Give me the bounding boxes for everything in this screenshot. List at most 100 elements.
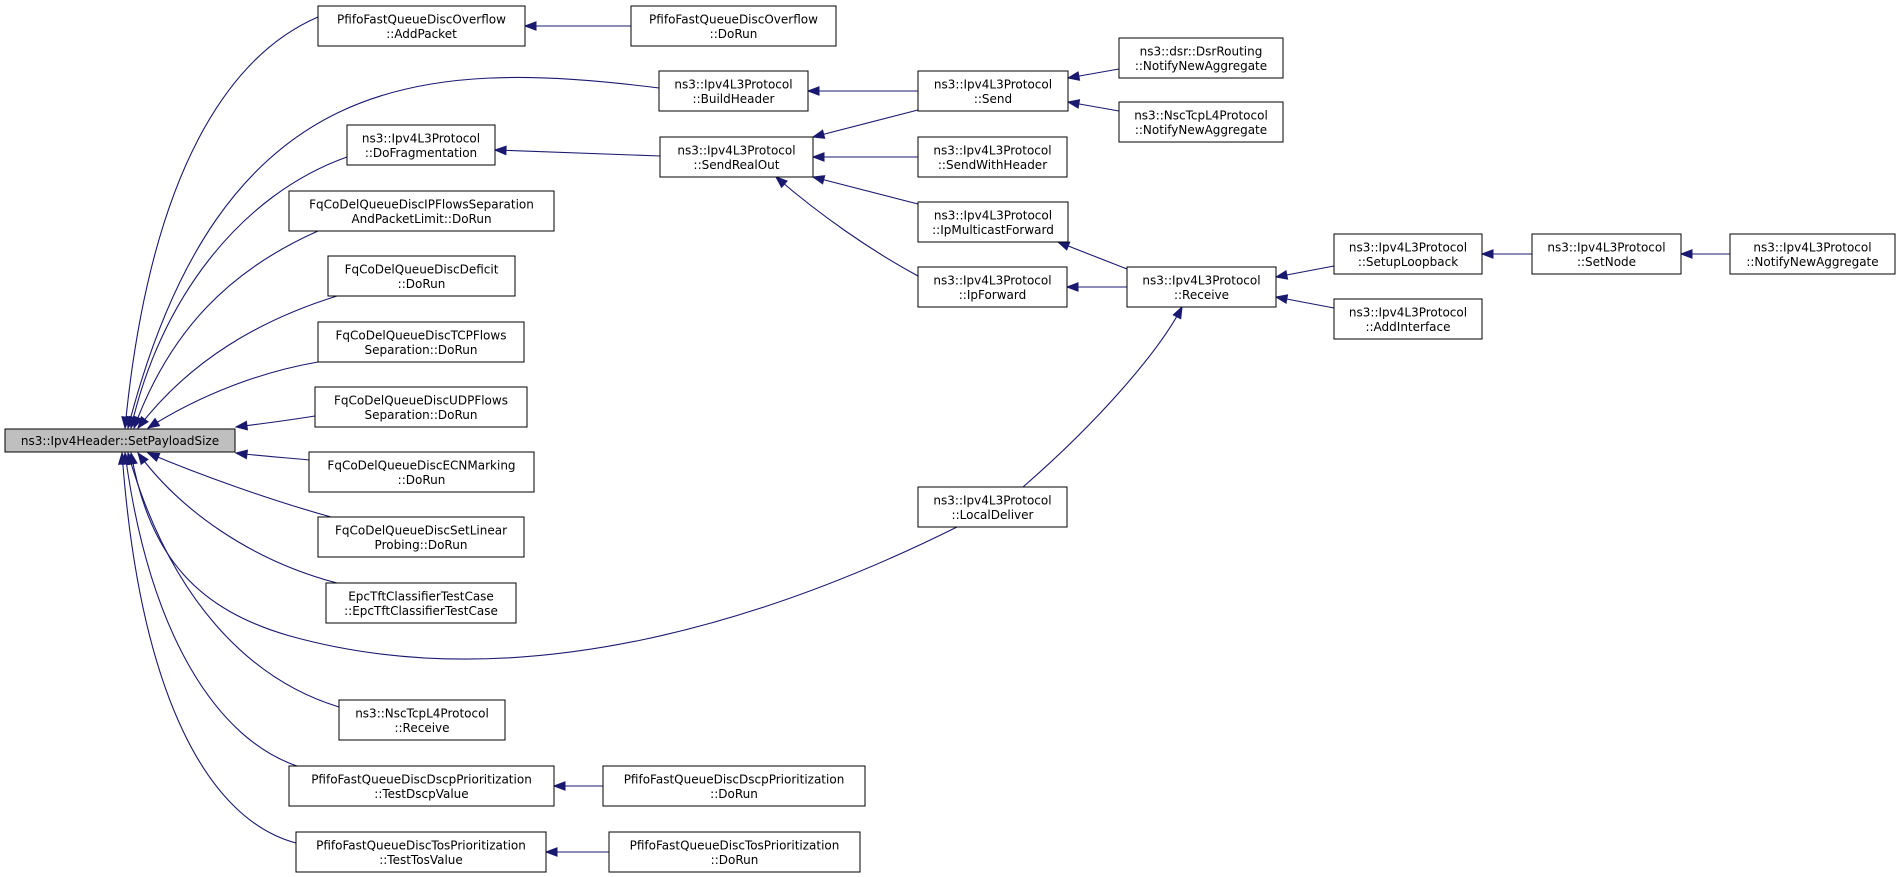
node-box — [608, 831, 861, 873]
node-box — [325, 582, 517, 624]
node-box — [917, 486, 1068, 528]
node-pfifo-overflow-dorun[interactable]: PfifoFastQueueDiscOverflow::DoRun — [630, 5, 837, 47]
arrowhead-icon — [133, 415, 143, 430]
arrowhead-icon — [1066, 71, 1081, 81]
node-label: FqCoDelQueueDiscECNMarking — [327, 458, 515, 472]
edge-pfifo_overflow_dorun-to-pfifo_overflow_addpacket — [523, 21, 631, 31]
node-box — [317, 321, 525, 363]
node-box — [314, 386, 528, 428]
node-box — [1531, 233, 1682, 275]
arrowhead-icon — [1274, 294, 1289, 304]
node-label: ::Receive — [1174, 288, 1229, 302]
node-label: PfifoFastQueueDiscTosPrioritization — [316, 838, 526, 852]
node-label: ns3::Ipv4L3Protocol — [934, 208, 1052, 222]
node-send[interactable]: ns3::Ipv4L3Protocol::Send — [917, 70, 1069, 112]
node-label: ::NotifyNewAggregate — [1135, 123, 1267, 137]
node-label: ns3::Ipv4L3Protocol — [674, 77, 792, 91]
node-box — [288, 765, 555, 807]
node-label: ns3::Ipv4L3Protocol — [677, 143, 795, 157]
arrowhead-icon — [1056, 241, 1071, 251]
node-label: ::SetNode — [1577, 255, 1636, 269]
node-label: ::DoRun — [710, 787, 758, 801]
node-nsc-notify[interactable]: ns3::NscTcpL4Protocol::NotifyNewAggregat… — [1118, 101, 1284, 143]
node-dsr-notify[interactable]: ns3::dsr::DsrRouting::NotifyNewAggregate — [1118, 37, 1284, 79]
node-fq-ecn[interactable]: FqCoDelQueueDiscECNMarking::DoRun — [308, 451, 535, 493]
node-ipforward[interactable]: ns3::Ipv4L3Protocol::IpForward — [917, 266, 1068, 308]
node-setnode[interactable]: ns3::Ipv4L3Protocol::SetNode — [1531, 233, 1682, 275]
node-sendrealout[interactable]: ns3::Ipv4L3Protocol::SendRealOut — [659, 136, 814, 178]
node-buildheader[interactable]: ns3::Ipv4L3Protocol::BuildHeader — [658, 70, 809, 112]
node-label: ns3::Ipv4L3Protocol — [1349, 240, 1467, 254]
arrowhead-icon — [137, 451, 149, 466]
edge-pfifo_tos_test-to-root — [117, 451, 297, 844]
node-pfifo-overflow-addpacket[interactable]: PfifoFastQueueDiscOverflow::AddPacket — [317, 5, 526, 47]
node-epc-tft[interactable]: EpcTftClassifierTestCase::EpcTftClassifi… — [325, 582, 517, 624]
edge-line — [1022, 306, 1183, 488]
arrowhead-icon — [811, 129, 826, 139]
arrowhead-icon — [1274, 270, 1289, 280]
node-addinterface[interactable]: ns3::Ipv4L3Protocol::AddInterface — [1333, 298, 1483, 340]
node-label: ::AddPacket — [386, 27, 457, 41]
node-nsc-receive[interactable]: ns3::NscTcpL4Protocol::Receive — [338, 699, 506, 741]
node-label: ::DoRun — [398, 277, 446, 291]
node-label: ::DoRun — [710, 27, 758, 41]
edge-line — [127, 76, 660, 429]
node-label: ::SendRealOut — [694, 158, 780, 172]
node-setuploopback[interactable]: ns3::Ipv4L3Protocol::SetupLoopback — [1333, 233, 1483, 275]
node-label: ::TestTosValue — [379, 853, 463, 867]
node-label: PfifoFastQueueDiscOverflow — [649, 12, 818, 26]
arrowhead-icon — [811, 152, 825, 162]
node-fq-ipflows[interactable]: FqCoDelQueueDiscIPFlowsSeparationAndPack… — [288, 190, 555, 232]
node-sendwithheader[interactable]: ns3::Ipv4L3Protocol::SendWithHeader — [917, 136, 1068, 178]
arrowhead-icon — [1679, 249, 1693, 259]
node-label: ns3::Ipv4L3Protocol — [1142, 273, 1260, 287]
node-fq-deficit[interactable]: FqCoDelQueueDiscDeficit::DoRun — [327, 255, 516, 297]
edge-setnode-to-setuploopback — [1480, 249, 1532, 259]
node-label: ::TestDscpValue — [374, 787, 468, 801]
arrowhead-icon — [234, 420, 249, 431]
node-box — [630, 5, 837, 47]
edge-line — [121, 452, 297, 844]
node-root[interactable]: ns3::Ipv4Header::SetPayloadSize — [4, 428, 236, 453]
edge-line — [137, 452, 338, 584]
edge-line — [147, 452, 332, 518]
node-box — [1729, 233, 1896, 275]
node-localdeliver[interactable]: ns3::Ipv4L3Protocol::LocalDeliver — [917, 486, 1068, 528]
edge-line — [124, 16, 319, 429]
node-label: FqCoDelQueueDiscUDPFlows — [334, 393, 508, 407]
edge-ipforward-to-sendrealout — [774, 176, 919, 277]
edge-line — [137, 295, 338, 429]
edge-receive-to-ipforward — [1065, 282, 1127, 292]
node-box — [346, 124, 496, 166]
node-label: ::Receive — [394, 721, 449, 735]
node-ipmulticastforward[interactable]: ns3::Ipv4L3Protocol::IpMulticastForward — [917, 201, 1069, 243]
node-fq-udpflows[interactable]: FqCoDelQueueDiscUDPFlowsSeparation::DoRu… — [314, 386, 528, 428]
node-dofragmentation[interactable]: ns3::Ipv4L3Protocol::DoFragmentation — [346, 124, 496, 166]
edge-line — [130, 452, 958, 660]
edge-addinterface-to-receive — [1274, 294, 1335, 309]
arrowhead-icon — [1065, 282, 1079, 292]
node-label: FqCoDelQueueDiscDeficit — [345, 262, 499, 276]
node-pfifo-tos-test[interactable]: PfifoFastQueueDiscTosPrioritization::Tes… — [295, 831, 547, 873]
node-pfifo-tos-dorun[interactable]: PfifoFastQueueDiscTosPrioritization::DoR… — [608, 831, 861, 873]
edge-localdeliver-to-root — [128, 451, 958, 660]
node-fq-tcpflows[interactable]: FqCoDelQueueDiscTCPFlowsSeparation::DoRu… — [317, 321, 525, 363]
node-pfifo-dscp-dorun[interactable]: PfifoFastQueueDiscDscpPrioritization::Do… — [602, 765, 866, 807]
edge-nsc_notify-to-send — [1066, 99, 1120, 112]
node-box — [602, 765, 866, 807]
node-box — [327, 255, 516, 297]
node-pfifo-dscp-test[interactable]: PfifoFastQueueDiscDscpPrioritization::Te… — [288, 765, 555, 807]
node-ipv4-notify[interactable]: ns3::Ipv4L3Protocol::NotifyNewAggregate — [1729, 233, 1896, 275]
edges-layer — [117, 16, 1730, 857]
node-label: PfifoFastQueueDiscTosPrioritization — [630, 838, 840, 852]
edge-line — [124, 452, 298, 767]
node-box — [659, 136, 814, 178]
edge-line — [812, 176, 919, 205]
node-box — [1118, 37, 1284, 79]
node-label: ns3::NscTcpL4Protocol — [1134, 108, 1268, 122]
node-receive[interactable]: ns3::Ipv4L3Protocol::Receive — [1126, 266, 1277, 308]
node-label: ::NotifyNewAggregate — [1135, 59, 1267, 73]
edge-fq_deficit-to-root — [137, 295, 338, 430]
